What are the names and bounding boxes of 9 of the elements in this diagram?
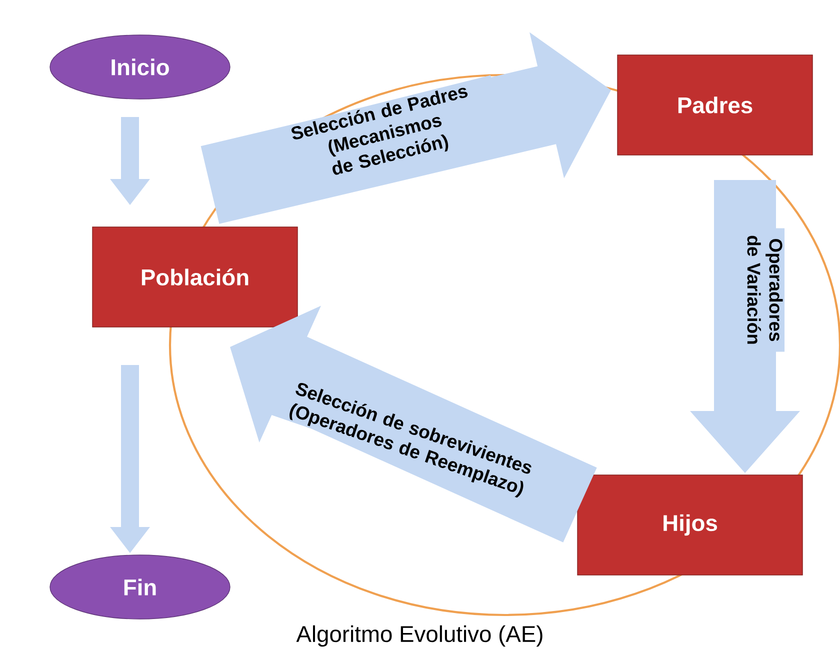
- block-arrow: [110, 117, 150, 205]
- block-arrow: [110, 365, 150, 553]
- terminal-oval: Fin: [50, 554, 230, 620]
- process-box: Hijos: [577, 474, 803, 576]
- terminal-oval: Inicio: [50, 34, 230, 100]
- caption: Algoritmo Evolutivo (AE): [296, 625, 542, 647]
- process-box: Padres: [617, 54, 813, 156]
- edge-label: Operadores de Variación: [746, 228, 785, 352]
- process-box: Población: [92, 226, 298, 328]
